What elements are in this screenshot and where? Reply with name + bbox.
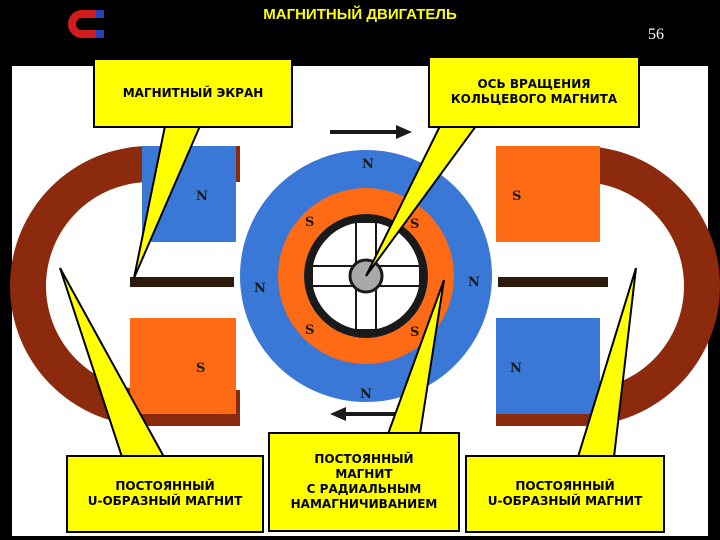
callout-radial-magnet: ПОСТОЯННЫЙ МАГНИТ С РАДИАЛЬНЫМ НАМАГНИЧИ… — [268, 432, 460, 532]
callout-magnetic-screen: МАГНИТНЫЙ ЭКРАН — [93, 58, 293, 128]
u-magnet-right-south-pole — [496, 146, 600, 242]
ring-inner-track — [304, 214, 428, 338]
slide-title: МАГНИТНЫЙ ДВИГАТЕЛЬ — [263, 6, 457, 23]
pole-label-ring-s-top-left: S — [305, 215, 314, 230]
callout-radial-magnet-text: ПОСТОЯННЫЙ МАГНИТ С РАДИАЛЬНЫМ НАМАГНИЧИ… — [290, 452, 438, 511]
pole-label-ring-bottom-n: N — [360, 387, 372, 402]
pole-label-ring-top-n: N — [362, 157, 374, 172]
page-number: 56 — [648, 26, 664, 43]
u-magnet-left-south-pole — [130, 318, 236, 414]
pole-label-left-top-n: N — [196, 189, 208, 204]
horseshoe-magnet-logo-icon — [64, 8, 110, 40]
pole-label-right-bottom-n: N — [510, 361, 522, 376]
magnetic-screen-left — [130, 277, 234, 287]
magnetic-screen-right — [498, 277, 608, 287]
callout-u-magnet-left-text: ПОСТОЯННЫЙ U-ОБРАЗНЫЙ МАГНИТ — [87, 479, 243, 508]
u-magnet-right-north-pole — [496, 318, 600, 414]
pole-label-ring-right-n: N — [468, 275, 480, 290]
callout-u-magnet-right: ПОСТОЯННЫЙ U-ОБРАЗНЫЙ МАГНИТ — [465, 455, 665, 533]
pole-label-ring-left-n: N — [254, 281, 266, 296]
pole-label-ring-s-top-right: S — [410, 217, 419, 232]
callout-u-magnet-right-text: ПОСТОЯННЫЙ U-ОБРАЗНЫЙ МАГНИТ — [487, 479, 643, 508]
callout-u-magnet-left: ПОСТОЯННЫЙ U-ОБРАЗНЫЙ МАГНИТ — [66, 455, 264, 533]
pole-label-ring-s-bottom-left: S — [305, 323, 314, 338]
arrow-right-icon — [330, 125, 412, 139]
u-magnet-right-body — [496, 146, 720, 426]
pole-label-right-top-s: S — [512, 189, 521, 204]
pole-label-left-bottom-s: S — [196, 361, 205, 376]
u-magnet-left-body — [10, 146, 240, 426]
callout-rotation-axis-text: ОСЬ ВРАЩЕНИЯ КОЛЬЦЕВОГО МАГНИТА — [450, 77, 618, 106]
callout-magnetic-screen-text: МАГНИТНЫЙ ЭКРАН — [122, 85, 264, 100]
callout-rotation-axis: ОСЬ ВРАЩЕНИЯ КОЛЬЦЕВОГО МАГНИТА — [428, 56, 640, 128]
pole-label-ring-s-bottom-right: S — [410, 325, 419, 340]
